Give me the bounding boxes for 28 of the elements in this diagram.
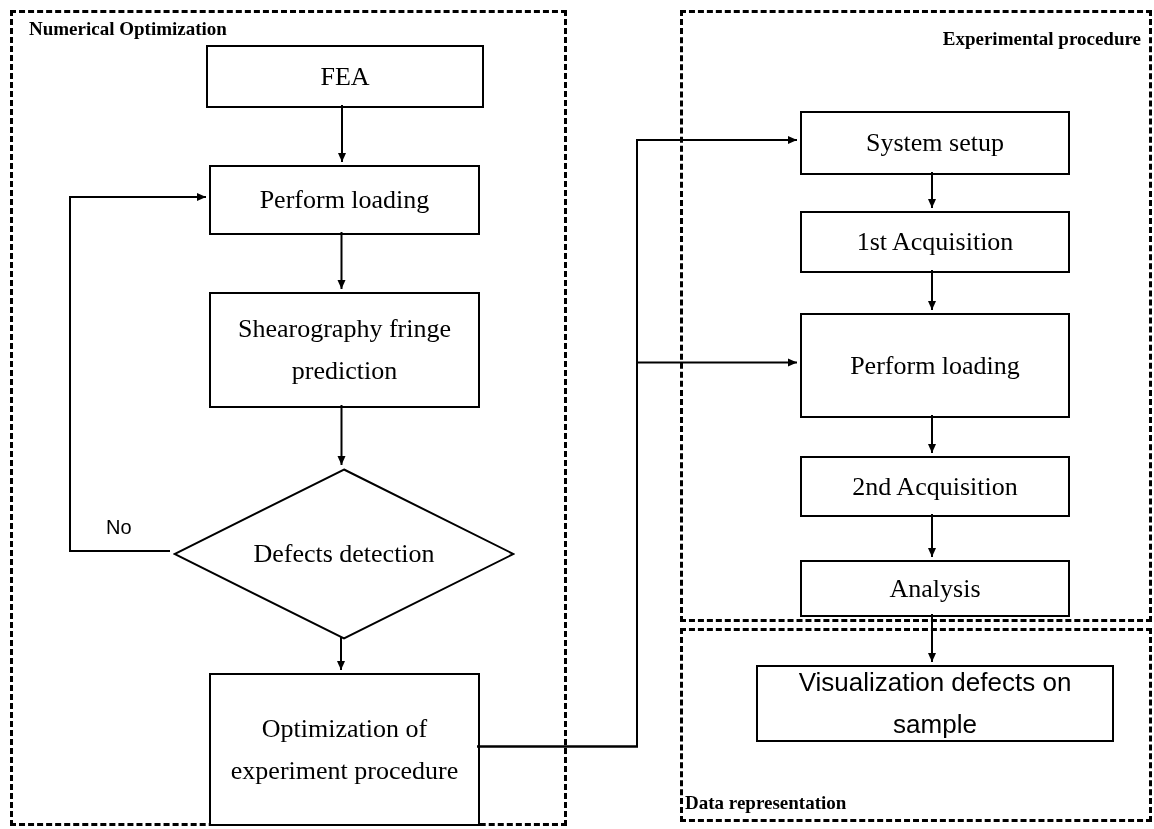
arrow xyxy=(928,414,936,454)
arrow xyxy=(928,171,936,209)
process-box: 1st Acquisition xyxy=(800,211,1070,273)
group-title: Data representation xyxy=(685,790,847,815)
dashed-group-frame xyxy=(10,10,567,826)
process-box: FEA xyxy=(206,45,484,108)
arrow xyxy=(476,358,798,748)
arrow xyxy=(928,513,936,558)
process-box: 2nd Acquisition xyxy=(800,456,1070,517)
arrow xyxy=(928,269,936,311)
dashed-group-frame xyxy=(680,10,1152,622)
dashed-group-frame xyxy=(680,628,1152,822)
process-box: Perform loading xyxy=(800,313,1070,418)
process-box: System setup xyxy=(800,111,1070,175)
arrow xyxy=(338,104,346,163)
decision-diamond: Defects detection xyxy=(173,468,515,640)
arrow xyxy=(928,613,936,663)
arrow xyxy=(337,231,346,290)
process-box: Analysis xyxy=(800,560,1070,617)
group-title: Numerical Optimization xyxy=(29,17,227,41)
group-title: Experimental procedure xyxy=(942,27,1141,51)
arrow xyxy=(337,636,345,671)
process-box: Optimization of experiment procedure xyxy=(209,673,480,826)
process-box: Perform loading xyxy=(209,165,480,235)
process-box: Visualization defects on sample xyxy=(756,665,1114,742)
arrow xyxy=(337,404,346,466)
arrow xyxy=(69,193,207,552)
process-box: Shearography fringe prediction xyxy=(209,292,480,408)
